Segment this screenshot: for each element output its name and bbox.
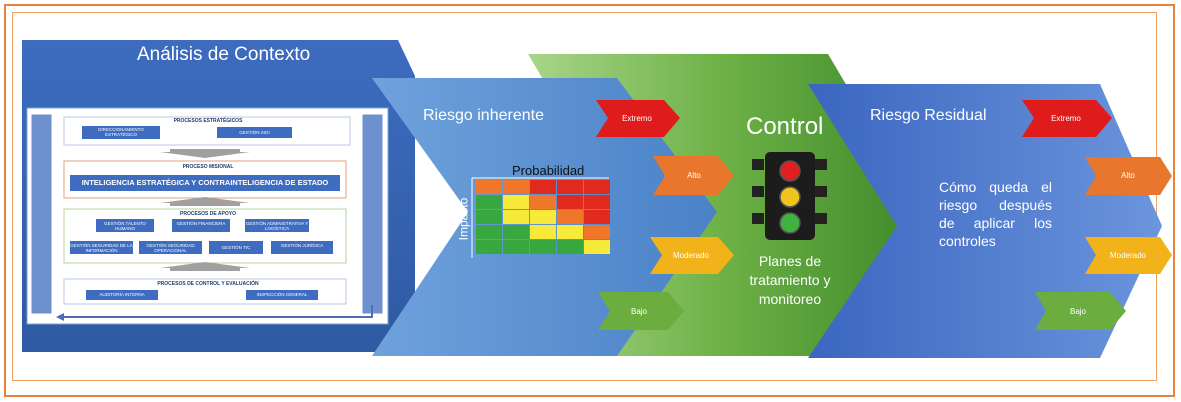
inherent-moderado-label: Moderado	[672, 251, 710, 260]
strategic-box-2	[217, 127, 292, 138]
matrix-cell	[557, 180, 583, 194]
residual-chevron	[808, 84, 1162, 358]
residual-bajo-arrow	[1035, 292, 1126, 330]
residual-alto-arrow	[1085, 157, 1172, 195]
support-box-7-label: GESTIÓN JURÍDICA	[280, 243, 324, 248]
process-map-left-bar	[30, 113, 53, 315]
context-title: Análisis de Contexto	[137, 44, 311, 65]
residual-alto-label: Alto	[1121, 171, 1135, 180]
control-box-1-label: AUDITORÍA INTERNA	[99, 292, 145, 297]
matrix-cell	[557, 240, 583, 254]
support-box-6-label: GESTIÓN TIC	[221, 245, 251, 250]
matrix-cell	[503, 225, 529, 239]
support-box-4	[70, 241, 133, 254]
matrix-cell	[530, 225, 556, 239]
support-box-4-label: GESTIÓN SEGURIDAD DE LA INFORMACIÓN	[70, 243, 133, 253]
support-box-5	[139, 241, 202, 254]
matrix-cell	[530, 240, 556, 254]
risk-matrix	[476, 180, 610, 254]
matrix-cell	[584, 180, 610, 194]
residual-extremo-label: Extremo	[1051, 114, 1081, 123]
inherent-title: Riesgo inherente	[423, 107, 544, 124]
matrix-cell	[503, 195, 529, 209]
control-subtitle: Planes de tratamiento y monitoreo	[749, 253, 831, 307]
matrix-cell	[557, 210, 583, 224]
mission-box	[70, 175, 340, 191]
matrix-cell	[503, 180, 529, 194]
matrix-cell	[584, 195, 610, 209]
matrix-cell	[476, 195, 502, 209]
matrix-cell	[584, 240, 610, 254]
mission-box-label: INTELIGENCIA ESTRATÉGICA Y CONTRAINTELIG…	[81, 178, 329, 187]
inherent-moderado-arrow	[650, 237, 734, 274]
support-section	[63, 208, 347, 264]
inherent-alto-label: Alto	[687, 171, 701, 180]
strategic-box-1	[82, 126, 160, 139]
process-map-right-bar	[361, 113, 384, 315]
support-box-1-label: GESTIÓN TALENTO HUMANO	[104, 221, 146, 231]
down-arrow-1	[160, 149, 250, 158]
control-title: PROCESOS DE CONTROL Y EVALUACIÓN	[157, 281, 259, 287]
matrix-cell	[476, 225, 502, 239]
control-title-label: Control	[746, 113, 824, 140]
control-box-1	[86, 290, 158, 300]
process-map-loop-arrow	[62, 305, 373, 318]
mission-title: PROCESO MISIONAL	[182, 164, 234, 170]
support-box-5-label: GESTIÓN SEGURIDAD OPERACIONAL	[146, 243, 195, 253]
residual-moderado-label: Moderado	[1109, 251, 1147, 260]
matrix-cell	[557, 225, 583, 239]
support-box-3-label: GESTIÓN ADMINISTRATIVA Y LOGÍSTICA	[245, 221, 309, 231]
inherent-extremo-arrow	[596, 100, 680, 137]
support-box-3	[245, 219, 309, 232]
support-box-7	[271, 241, 333, 254]
inherent-alto-arrow	[653, 156, 734, 195]
up-arrow-1	[160, 197, 250, 206]
inner-frame	[12, 12, 1157, 381]
matrix-cell	[557, 195, 583, 209]
matrix-cell	[503, 240, 529, 254]
strategic-title: PROCESOS ESTRATÉGICOS	[173, 118, 243, 124]
inherent-bajo-label: Bajo	[630, 307, 647, 316]
support-title: PROCESOS DE APOYO	[180, 211, 236, 217]
control-box-2-label: INSPECCIÓN GENERAL	[256, 292, 308, 297]
loop-arrow-head	[56, 313, 64, 321]
residual-bajo-label: Bajo	[1069, 307, 1086, 316]
residual-description: Cómo queda el riesgo después de aplicar …	[939, 179, 1052, 249]
matrix-cell	[584, 210, 610, 224]
traffic-light-icon	[752, 152, 827, 240]
residual-moderado-arrow	[1085, 237, 1172, 274]
matrix-cell	[476, 210, 502, 224]
matrix-x-label: Probabilidad	[512, 163, 585, 178]
matrix-cell	[503, 210, 529, 224]
matrix-cell	[530, 180, 556, 194]
matrix-y-label: Impacto	[456, 197, 471, 241]
strategic-box-1-label: DIRECCIONAMIENTO ESTRATÉGICO	[98, 127, 144, 137]
inherent-bajo-arrow	[598, 292, 684, 330]
support-box-6	[209, 241, 263, 254]
support-box-2-label: GESTIÓN FINANCIERA	[176, 221, 226, 226]
residual-extremo-arrow	[1022, 100, 1112, 137]
matrix-cell	[584, 225, 610, 239]
control-box-2	[246, 290, 318, 300]
support-box-1	[96, 219, 154, 232]
matrix-cell	[476, 180, 502, 194]
matrix-cell	[530, 195, 556, 209]
residual-title: Riesgo Residual	[870, 107, 987, 124]
up-arrow-2	[160, 262, 250, 271]
matrix-cell	[530, 210, 556, 224]
inherent-extremo-label: Extremo	[622, 114, 652, 123]
matrix-cell	[476, 240, 502, 254]
support-box-2	[172, 219, 230, 232]
strategic-box-2-label: GESTIÓN SIGI	[239, 130, 270, 135]
